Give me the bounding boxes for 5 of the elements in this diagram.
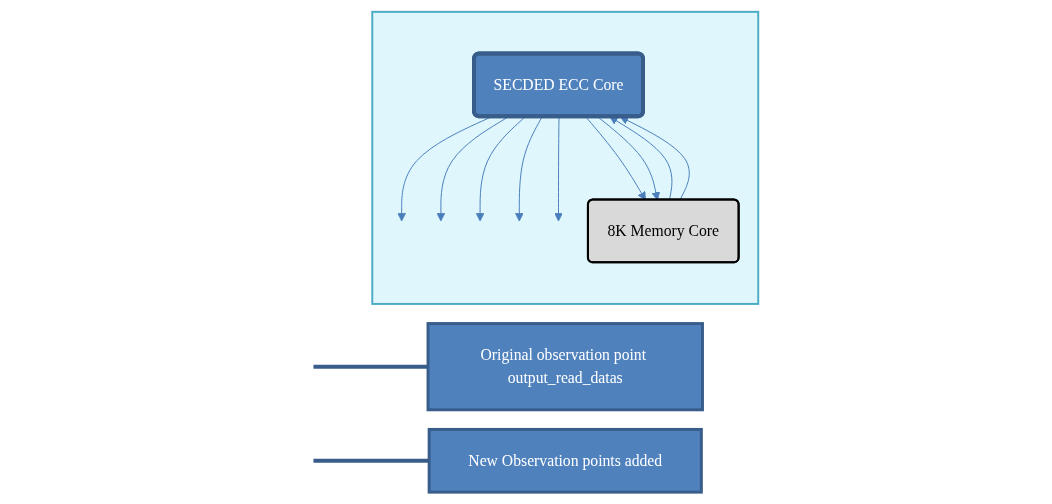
cluster bbox=[371, 10, 760, 305]
node-box: Original observation point output_read_datas bbox=[426, 322, 704, 412]
connector bbox=[313, 458, 430, 463]
connector bbox=[313, 364, 428, 369]
node-box: New Observation points added bbox=[427, 427, 703, 494]
